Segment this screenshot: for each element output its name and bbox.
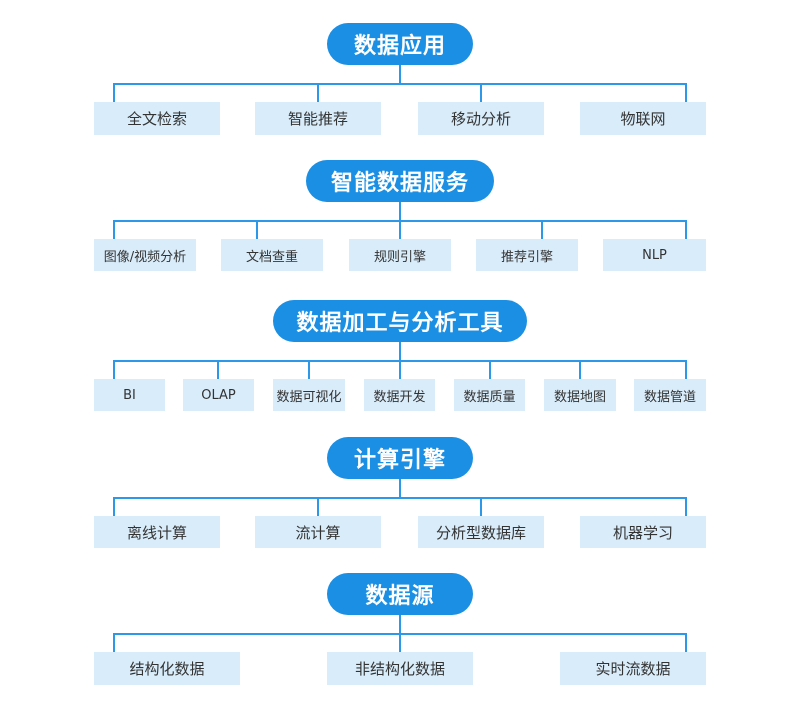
connector-horizontal xyxy=(113,220,687,222)
connector-drop xyxy=(399,360,401,379)
item-structured-data: 结构化数据 xyxy=(94,652,240,685)
item-data-development: 数据开发 xyxy=(364,379,435,411)
connector-horizontal xyxy=(113,497,687,499)
connector-vertical xyxy=(399,202,401,221)
connector-drop xyxy=(685,220,687,239)
item-analytical-database: 分析型数据库 xyxy=(418,516,544,548)
connector-drop xyxy=(489,360,491,379)
item-machine-learning: 机器学习 xyxy=(580,516,706,548)
connector-drop xyxy=(256,220,258,239)
section-title-compute-engine: 计算引擎 xyxy=(327,437,473,479)
connector-vertical xyxy=(399,65,401,84)
connector-drop xyxy=(399,633,401,652)
item-nlp: NLP xyxy=(603,239,706,271)
section-title-smart-data-service: 智能数据服务 xyxy=(306,160,494,202)
connector-drop xyxy=(399,220,401,239)
item-rule-engine: 规则引擎 xyxy=(349,239,451,271)
item-bi: BI xyxy=(94,379,165,411)
item-offline-compute: 离线计算 xyxy=(94,516,220,548)
section-title-data-source: 数据源 xyxy=(327,573,473,615)
item-full-text-search: 全文检索 xyxy=(94,102,220,135)
connector-drop xyxy=(685,360,687,379)
connector-drop xyxy=(685,83,687,102)
item-mobile-analytics: 移动分析 xyxy=(418,102,544,135)
item-smart-recommendation: 智能推荐 xyxy=(255,102,381,135)
connector-drop xyxy=(113,633,115,652)
connector-drop xyxy=(480,497,482,516)
connector-drop xyxy=(308,360,310,379)
item-iot: 物联网 xyxy=(580,102,706,135)
connector-drop xyxy=(685,497,687,516)
item-data-pipeline: 数据管道 xyxy=(634,379,706,411)
item-data-quality: 数据质量 xyxy=(454,379,525,411)
connector-drop xyxy=(480,83,482,102)
section-title-data-processing-tools: 数据加工与分析工具 xyxy=(273,300,527,342)
connector-drop xyxy=(217,360,219,379)
item-realtime-stream-data: 实时流数据 xyxy=(560,652,706,685)
connector-drop xyxy=(579,360,581,379)
connector-drop xyxy=(541,220,543,239)
connector-drop xyxy=(317,497,319,516)
connector-vertical xyxy=(399,615,401,634)
connector-drop xyxy=(113,83,115,102)
section-title-data-application: 数据应用 xyxy=(327,23,473,65)
connector-vertical xyxy=(399,479,401,498)
connector-drop xyxy=(113,220,115,239)
connector-horizontal xyxy=(113,633,687,635)
connector-drop xyxy=(113,497,115,516)
item-document-dedup: 文档查重 xyxy=(221,239,323,271)
connector-horizontal xyxy=(113,360,687,362)
item-data-map: 数据地图 xyxy=(544,379,616,411)
connector-horizontal xyxy=(113,83,687,85)
item-image-video-analysis: 图像/视频分析 xyxy=(94,239,196,271)
item-unstructured-data: 非结构化数据 xyxy=(327,652,473,685)
connector-drop xyxy=(113,360,115,379)
item-recommendation-engine: 推荐引擎 xyxy=(476,239,578,271)
item-olap: OLAP xyxy=(183,379,254,411)
item-data-visualization: 数据可视化 xyxy=(273,379,345,411)
connector-drop xyxy=(317,83,319,102)
connector-vertical xyxy=(399,342,401,361)
connector-drop xyxy=(685,633,687,652)
item-stream-compute: 流计算 xyxy=(255,516,381,548)
